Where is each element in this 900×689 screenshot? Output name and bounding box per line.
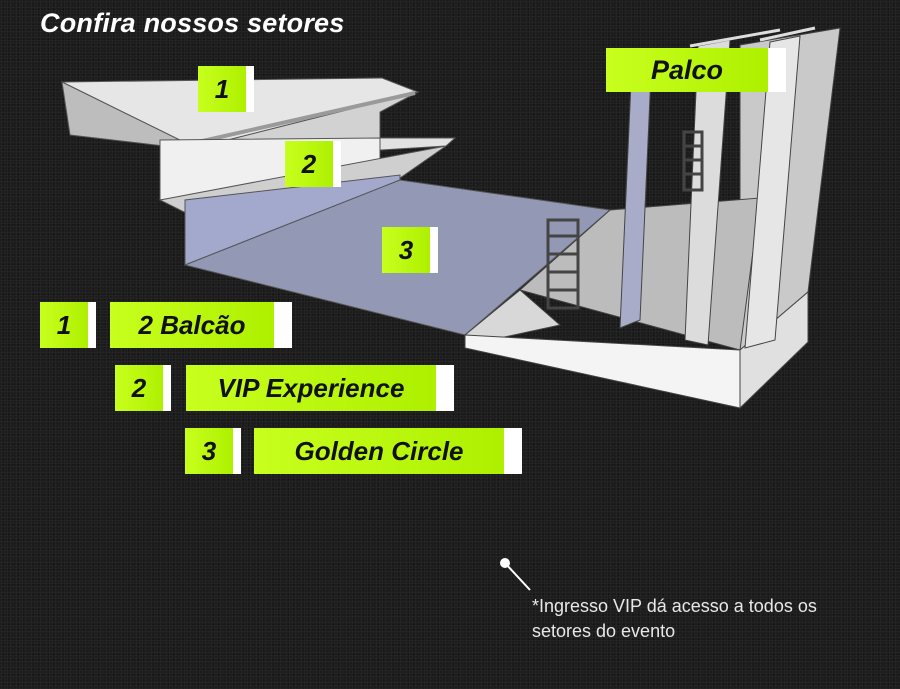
speaker-stack-1 xyxy=(546,218,580,310)
legend-1-number-text: 1 xyxy=(56,309,72,340)
truss-line-1 xyxy=(689,28,781,48)
note-pointer-line xyxy=(504,562,531,591)
legend-2-number: 2 xyxy=(115,365,171,411)
legend-1-label: 2 Balcão xyxy=(110,302,292,348)
pillar-3 xyxy=(744,35,801,349)
footnote: *Ingresso VIP dá acesso a todos os setor… xyxy=(532,596,817,641)
stage-label-text: Palco xyxy=(650,54,724,85)
balcony-2-top xyxy=(379,137,457,151)
sector-marker-3: 3 xyxy=(382,227,438,273)
sector-marker-1: 1 xyxy=(198,66,254,112)
stage-front xyxy=(464,334,741,409)
sector-marker-1-label: 1 xyxy=(214,73,230,104)
note-pointer-dot xyxy=(500,558,510,568)
sector-marker-3-label: 3 xyxy=(398,234,414,265)
stage-label: Palco xyxy=(606,48,786,92)
sector-marker-2-label: 2 xyxy=(301,148,317,179)
legend-1-label-text: 2 Balcão xyxy=(138,309,246,340)
legend-3-label: Golden Circle xyxy=(254,428,522,474)
stage-front-side xyxy=(739,290,809,410)
legend-3-number-text: 3 xyxy=(201,435,217,466)
page-title: Confira nossos setores xyxy=(40,8,345,38)
legend-2-number-text: 2 xyxy=(131,372,147,403)
sector-marker-2: 2 xyxy=(285,141,341,187)
truss-line-2 xyxy=(759,26,816,42)
legend-2-label: VIP Experience xyxy=(186,365,454,411)
legend-3-label-text: Golden Circle xyxy=(294,435,464,466)
legend-2-label-text: VIP Experience xyxy=(217,372,405,403)
balcony-1-rail xyxy=(197,91,416,144)
legend-1-number: 1 xyxy=(40,302,96,348)
legend-3-number: 3 xyxy=(185,428,241,474)
